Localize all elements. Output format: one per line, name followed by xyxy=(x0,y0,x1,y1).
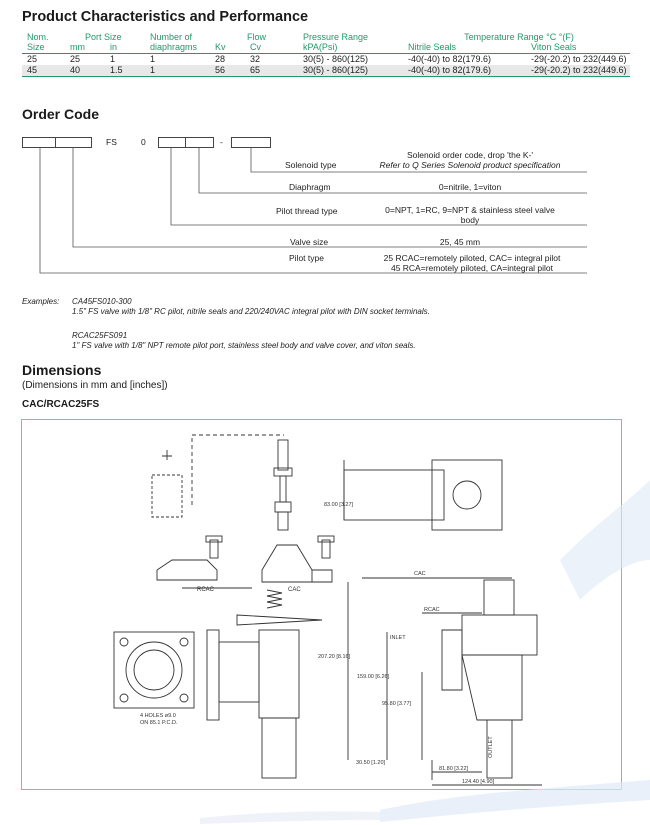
table-header-row: Nom. Port Size Number of Flow Pressure R… xyxy=(22,32,630,42)
desc-line: Solenoid order code, drop 'the K-' xyxy=(406,150,534,160)
dim-207: 207.20 [8.16] xyxy=(318,654,351,660)
label-diaphragm: Diaphragm xyxy=(289,182,331,192)
code-zero: 0 xyxy=(141,137,146,147)
code-box xyxy=(55,137,92,148)
desc-solenoid-type: Solenoid order code, drop 'the K-' Refer… xyxy=(360,150,580,170)
dim-124: 124.40 [4.90] xyxy=(462,779,495,785)
valve-drawing-svg: RCAC CAC 4 HOLES ø9.0 ON 85.1 P.C.D. 83.… xyxy=(113,434,542,786)
code-dash: - xyxy=(220,137,223,147)
desc-valve-size: 25, 45 mm xyxy=(439,237,481,247)
label-valve-size: Valve size xyxy=(290,237,329,247)
desc-line: 25 RCAC=remotely piloted, CAC= integral … xyxy=(383,253,561,263)
desc-pilot-type: 25 RCAC=remotely piloted, CAC= integral … xyxy=(356,253,588,273)
examples-label: Examples: xyxy=(22,297,60,306)
col-kpa: kPA(Psi) xyxy=(298,42,403,54)
col-nitrile: Nitrile Seals xyxy=(403,42,526,54)
example-2-desc: 1" FS valve with 1/8" NPT remote pilot p… xyxy=(72,341,416,350)
dim-30: 30.50 [1.20] xyxy=(356,760,386,766)
cell: -29(-20.2) to 232(449.6) xyxy=(526,65,630,77)
dimensions-subtitle: (Dimensions in mm and [inches]) xyxy=(22,380,168,391)
col-port-size: Port Size xyxy=(85,32,122,42)
cell: 25 xyxy=(70,54,81,64)
desc-line: Refer to Q Series Solenoid product speci… xyxy=(379,160,561,170)
col-temperature: Temperature Range °C °(F) xyxy=(464,32,574,42)
order-code-leader-lines xyxy=(39,148,587,274)
order-code-heading: Order Code xyxy=(22,106,100,122)
cell: 28 xyxy=(215,54,226,64)
label-outlet: OUTLET xyxy=(488,736,494,758)
cell: 1.5 xyxy=(105,65,145,77)
example-2-code: RCAC25FS091 xyxy=(72,331,128,340)
col-kv: Kv xyxy=(210,42,245,54)
code-fs: FS xyxy=(106,137,117,147)
table-row: 45 40 1.5 1 56 65 30(5) - 860(125) -40(-… xyxy=(22,65,630,77)
desc-line: body xyxy=(460,215,480,225)
label-rcac-right: RCAC xyxy=(424,607,440,613)
label-holes-2: ON 85.1 P.C.D. xyxy=(140,720,178,726)
spec-table: Nom. Port Size Number of Flow Pressure R… xyxy=(22,32,630,77)
dim-81: 81.80 [3.22] xyxy=(439,766,469,772)
col-viton: Viton Seals xyxy=(526,42,630,54)
desc-line: 0=NPT, 1=RC, 9=NPT & stainless steel val… xyxy=(385,205,555,215)
cell: -29(-20.2) to 232(449.6) xyxy=(531,54,627,64)
label-rcac: RCAC xyxy=(197,587,215,593)
cell: 65 xyxy=(245,65,298,77)
cell: 40 xyxy=(65,65,105,77)
col-flow: Flow xyxy=(246,32,266,42)
col-diaphragms: Number of xyxy=(150,32,193,42)
desc-diaphragm: 0=nitrile, 1=viton xyxy=(438,182,502,192)
cell: -40(-40) to 82(179.6) xyxy=(403,65,526,77)
table-subheader-row: Size mm in diaphragms Kv Cv kPA(Psi) Nit… xyxy=(22,42,630,54)
code-box xyxy=(185,137,214,148)
cell: 1 xyxy=(150,54,156,64)
label-pilot-thread: Pilot thread type xyxy=(276,206,338,216)
label-solenoid-type: Solenoid type xyxy=(285,160,337,170)
desc-pilot-thread: 0=NPT, 1=RC, 9=NPT & stainless steel val… xyxy=(372,205,568,225)
col-nom: Nom. xyxy=(27,32,49,42)
col-mm: mm xyxy=(65,42,105,54)
code-box xyxy=(231,137,271,148)
technical-drawing: RCAC CAC 4 HOLES ø9.0 ON 85.1 P.C.D. 83.… xyxy=(21,419,622,790)
cell: -40(-40) to 82(179.6) xyxy=(408,54,492,64)
cell: 45 xyxy=(22,65,65,77)
table-row: 25 25 1 1 28 32 30(5) - 860(125) -40(-40… xyxy=(22,54,630,66)
cell: 56 xyxy=(210,65,245,77)
example-1-desc: 1.5" FS valve with 1/8" RC pilot, nitril… xyxy=(72,307,430,316)
col-cv: Cv xyxy=(245,42,298,54)
dim-95: 95.80 [3.77] xyxy=(382,701,412,707)
cell: 25 xyxy=(27,54,38,64)
dimensions-heading: Dimensions xyxy=(22,362,102,378)
col-size: Size xyxy=(22,42,65,54)
label-cac-right: CAC xyxy=(414,571,426,577)
label-cac: CAC xyxy=(288,587,301,593)
col-diaphragms-sub: diaphragms xyxy=(145,42,210,54)
desc-line: 45 RCA=remotely piloted, CA=integral pil… xyxy=(390,263,554,273)
cell: 1 xyxy=(145,65,210,77)
cell: 30(5) - 860(125) xyxy=(303,54,369,64)
cell: 30(5) - 860(125) xyxy=(298,65,403,77)
col-pressure: Pressure Range xyxy=(303,32,369,42)
col-in: in xyxy=(105,42,145,54)
cell: 1 xyxy=(110,54,116,64)
model-heading: CAC/RCAC25FS xyxy=(22,399,100,410)
cell: 32 xyxy=(250,54,261,64)
label-pilot-type: Pilot type xyxy=(289,253,324,263)
label-inlet: INLET xyxy=(390,635,406,641)
label-holes-1: 4 HOLES ø9.0 xyxy=(140,713,176,719)
dim-159: 159.00 [6.26] xyxy=(357,674,390,680)
example-1-code: CA45FS010-300 xyxy=(72,297,132,306)
page-title: Product Characteristics and Performance xyxy=(22,9,309,25)
dim-83: 83.00 [3.27] xyxy=(324,502,354,508)
